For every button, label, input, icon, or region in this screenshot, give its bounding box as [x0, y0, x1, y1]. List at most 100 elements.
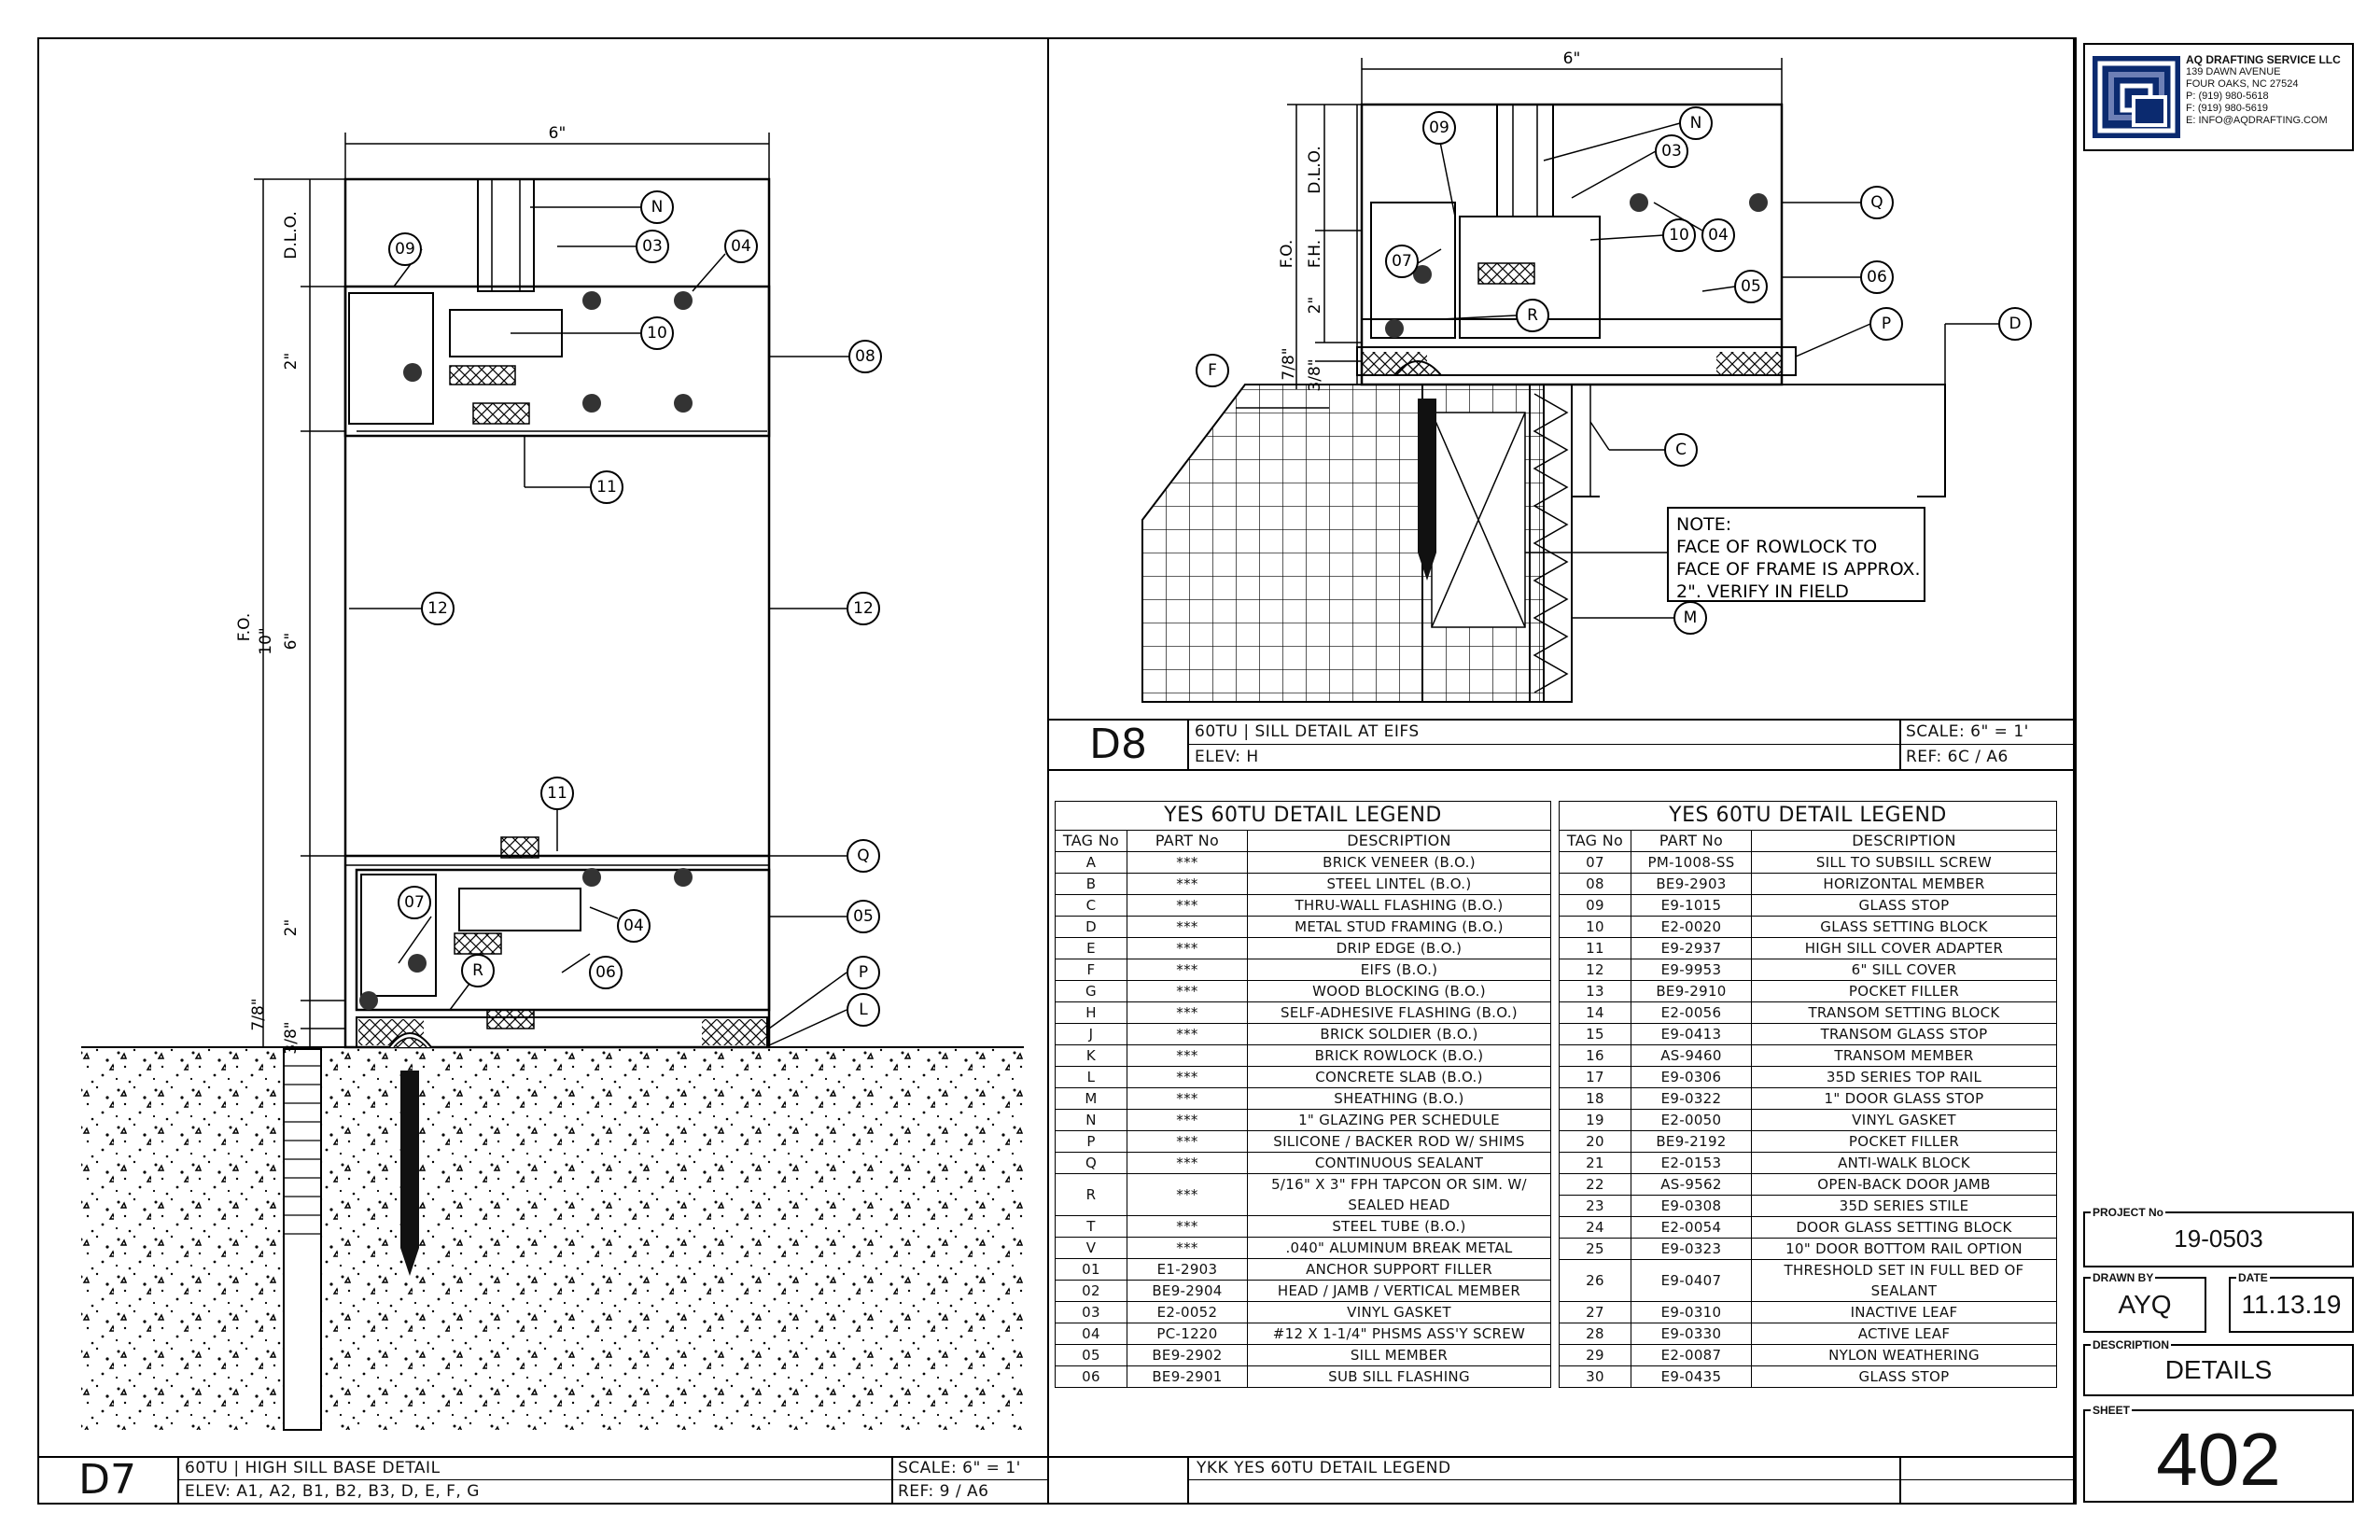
legend-left-cell-tag: J [1055, 1023, 1127, 1045]
company-name: AQ DRAFTING SERVICE LLC [2186, 53, 2341, 66]
legend-right-cell-tag: 19 [1559, 1109, 1631, 1131]
d7-dim-2bot: 2" [282, 919, 301, 937]
legend-left-cell-desc: METAL STUD FRAMING (B.O.) [1247, 916, 1551, 938]
legend-row: C***THRU-WALL FLASHING (B.O.) [1055, 894, 1551, 917]
d8-tag-f: F [1208, 361, 1217, 380]
legend-right-cell-part: E2-0050 [1631, 1109, 1752, 1131]
legend-left-cell-tag: H [1055, 1001, 1127, 1024]
sheet-box: SHEET 402 [2083, 1404, 2354, 1503]
legend-left-cell-part: *** [1127, 1215, 1248, 1238]
legend-row: P***SILICONE / BACKER ROD W/ SHIMS [1055, 1130, 1551, 1153]
legend-right-cell-desc: ACTIVE LEAF [1751, 1323, 2057, 1345]
d8-divider-a [1187, 719, 1189, 771]
legend-left-cell-part: *** [1127, 937, 1248, 959]
legend-right-cell-desc: OPEN-BACK DOOR JAMB [1751, 1173, 2057, 1196]
d8-tag-r: R [1527, 306, 1538, 325]
legend-left-cell-desc: SUB SILL FLASHING [1247, 1365, 1551, 1388]
project-label: PROJECT No [2091, 1206, 2166, 1219]
legend-row: A***BRICK VENEER (B.O.) [1055, 851, 1551, 874]
company-address1: 139 DAWN AVENUE [2186, 66, 2281, 77]
legend-row: E***DRIP EDGE (B.O.) [1055, 937, 1551, 959]
d7-dim-2top: 2" [282, 353, 301, 371]
d7-tag-12l: 12 [427, 599, 448, 618]
legend-left-cell-desc: .040" ALUMINUM BREAK METAL [1247, 1237, 1551, 1259]
legend-left-cell-desc: BRICK VENEER (B.O.) [1247, 851, 1551, 874]
legend-row: R***5/16" X 3" FPH TAPCON OR SIM. W/ SEA… [1055, 1173, 1551, 1216]
legend-right-cell-desc: INACTIVE LEAF [1751, 1301, 2057, 1323]
legend-right-cell-tag: 11 [1559, 937, 1631, 959]
d7-tag-l: L [859, 1001, 868, 1019]
d8-divider-h [1187, 744, 2075, 745]
legend-left-cell-tag: F [1055, 959, 1127, 981]
d7-tag-11a: 11 [596, 478, 617, 497]
legend-left-cell-part: BE9-2901 [1127, 1365, 1248, 1388]
legend-right-cell-desc: TRANSOM SETTING BLOCK [1751, 1001, 2057, 1024]
legend-row: B***STEEL LINTEL (B.O.) [1055, 873, 1551, 895]
title-block-column [2075, 37, 2077, 1505]
legend-right-cell-desc: ANTI-WALK BLOCK [1751, 1152, 2057, 1174]
d7-dim-38: 3/8" [282, 1021, 301, 1054]
legend-left-cell-tag: N [1055, 1109, 1127, 1131]
legend-right-cell-tag: 17 [1559, 1066, 1631, 1088]
legend-footer-strip [1049, 1456, 2075, 1505]
legend-right-cell-part: E9-0435 [1631, 1365, 1752, 1388]
d8-drawing: N 09 03 07 10 04 Q 05 06 R P D F C G M 6… [1141, 49, 2032, 703]
legend-left-cell-desc: EIFS (B.O.) [1247, 959, 1551, 981]
d8-dim-2: 2" [1306, 297, 1324, 315]
legend-left-cell-desc: VINYL GASKET [1247, 1301, 1551, 1323]
legend-footer-title: YKK YES 60TU DETAIL LEGEND [1197, 1459, 1451, 1477]
date-label: DATE [2236, 1271, 2270, 1284]
legend-left-cell-tag: M [1055, 1087, 1127, 1110]
legend-table-left: YES 60TU DETAIL LEGEND TAG No PART No DE… [1055, 801, 1551, 1388]
legend-left-cell-part: *** [1127, 1109, 1248, 1131]
d7-dim-width: 6" [549, 124, 567, 143]
legend-right-cell-desc: VINYL GASKET [1751, 1109, 2057, 1131]
d8-dim-dlo: D.L.O. [1306, 146, 1324, 193]
legend-left-header-desc: DESCRIPTION [1247, 830, 1551, 852]
legend-left-cell-tag: P [1055, 1130, 1127, 1153]
legend-left-cell-part: *** [1127, 1001, 1248, 1024]
legend-right-cell-tag: 22 [1559, 1173, 1631, 1196]
legend-left-cell-part: E1-2903 [1127, 1258, 1248, 1281]
d7-tag-12r: 12 [853, 599, 874, 618]
d7-scale: SCALE: 6" = 1' [898, 1459, 1021, 1477]
legend-right-cell-desc: 35D SERIES TOP RAIL [1751, 1066, 2057, 1088]
d8-tag-n: N [1690, 114, 1702, 133]
legend-right-cell-desc: 35D SERIES STILE [1751, 1195, 2057, 1217]
legend-right-header-desc: DESCRIPTION [1751, 830, 2057, 852]
legend-right-cell-part: AS-9460 [1631, 1044, 1752, 1067]
drawn-value: AYQ [2118, 1290, 2172, 1319]
d7-dim-dlo: D.L.O. [282, 211, 301, 259]
legend-left-cell-desc: WOOD BLOCKING (B.O.) [1247, 980, 1551, 1002]
d7-tag-04a: 04 [731, 237, 751, 256]
d8-tag-06: 06 [1867, 268, 1887, 287]
legend-left-cell-desc: CONTINUOUS SEALANT [1247, 1152, 1551, 1174]
legend-right-cell-part: E9-0310 [1631, 1301, 1752, 1323]
d8-tag-10: 10 [1669, 226, 1689, 245]
legend-left-cell-desc: #12 X 1-1/4" PHSMS ASS'Y SCREW [1247, 1323, 1551, 1345]
legend-left-cell-tag: L [1055, 1066, 1127, 1088]
legend-left-cell-desc: DRIP EDGE (B.O.) [1247, 937, 1551, 959]
description-label: DESCRIPTION [2091, 1338, 2172, 1351]
d7-title-strip [37, 1456, 1049, 1505]
legend-right-cell-part: E9-2937 [1631, 937, 1752, 959]
legend-left-cell-part: *** [1127, 894, 1248, 917]
d7-divider-a [177, 1456, 179, 1505]
legend-left-title: YES 60TU DETAIL LEGEND [1055, 801, 1551, 831]
legend-right-cell-part: E2-0020 [1631, 916, 1752, 938]
legend-right-cell-desc: 1" DOOR GLASS STOP [1751, 1087, 2057, 1110]
legend-right-cell-tag: 24 [1559, 1216, 1631, 1239]
d7-tag-03: 03 [642, 237, 663, 256]
d8-dim-fo: F.O. [1278, 240, 1296, 269]
legend-right-cell-desc: DOOR GLASS SETTING BLOCK [1751, 1216, 2057, 1239]
